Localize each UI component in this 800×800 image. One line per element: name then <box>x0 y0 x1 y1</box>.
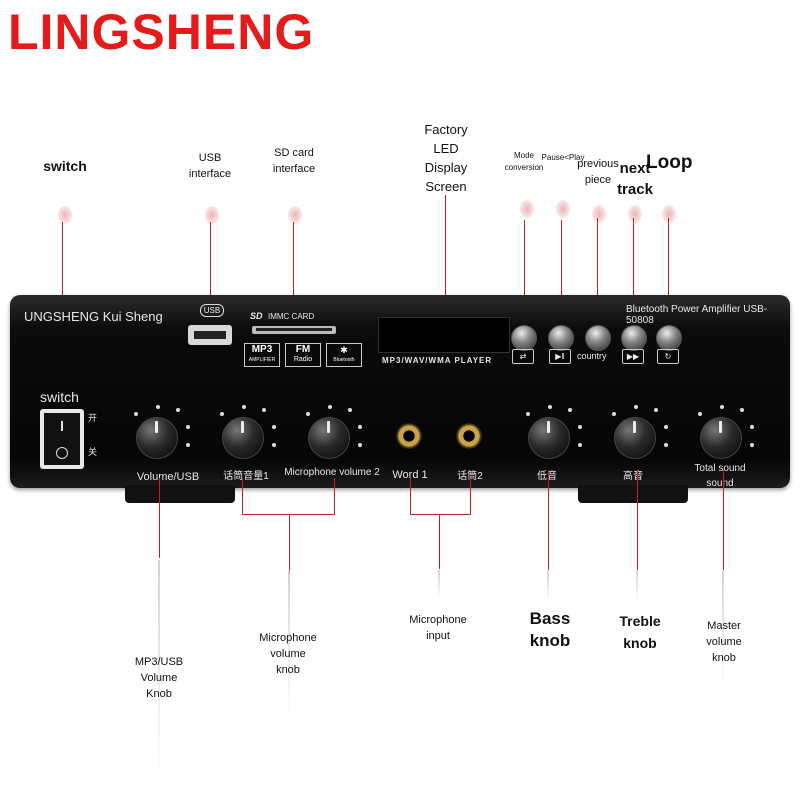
label-mic-input: Microphone input <box>409 614 467 642</box>
led-display <box>378 317 510 353</box>
label-pause: Pause<Play <box>541 153 585 162</box>
foot-right <box>578 485 688 503</box>
bass-knob[interactable] <box>528 417 570 459</box>
knob-label-treble: 高音 <box>623 471 643 482</box>
switch-label: switch <box>40 389 79 405</box>
mic-volume-2-knob[interactable] <box>308 417 350 459</box>
power-switch[interactable] <box>40 409 84 469</box>
label-mode: Mode conversion <box>504 151 544 172</box>
label-next: next track <box>617 160 653 198</box>
mic-jack-2[interactable] <box>456 423 482 449</box>
country-label: country <box>577 351 607 361</box>
volume-usb-knob[interactable] <box>136 417 178 459</box>
label-usb: USB interface <box>188 152 232 180</box>
badge-bluetooth: ✱ Bluetooth <box>326 343 362 367</box>
sd-logo: SD <box>250 311 263 321</box>
master-volume-knob[interactable] <box>700 417 742 459</box>
play-pause-icon: ▶‖ <box>549 349 571 364</box>
next-icon: ▶▶ <box>622 349 644 364</box>
mode-icon: ⇄ <box>512 349 534 364</box>
label-switch: switch <box>43 158 87 174</box>
label-master: Master volume knob <box>706 620 742 664</box>
knob-label-total: Total sound sound <box>694 463 746 489</box>
jack-label-2: 话筒2 <box>457 471 483 482</box>
knob-label-mic-2: Microphone volume 2 <box>284 467 380 478</box>
label-previous: previous piece <box>577 158 619 186</box>
label-loop: Loop <box>646 152 693 173</box>
previous-knob[interactable] <box>585 325 611 351</box>
sd-slot[interactable] <box>252 326 336 334</box>
label-treble: Treble knob <box>619 613 661 651</box>
jack-label-1: Word 1 <box>392 469 428 481</box>
mic-jack-1[interactable] <box>396 423 422 449</box>
bluetooth-icon: ✱ <box>340 345 348 355</box>
amplifier-panel: UNGSHENG Kui Sheng Bluetooth Power Ampli… <box>10 295 790 489</box>
next-knob[interactable] <box>621 325 647 351</box>
badge-fm: FM Radio <box>285 343 321 367</box>
usb-port[interactable] <box>188 325 232 345</box>
label-bass: Bass knob <box>529 609 571 650</box>
foot-left <box>125 485 235 503</box>
label-mic-knob: Microphone volume knob <box>259 632 317 676</box>
label-mp3-knob: MP3/USB Volume Knob <box>134 656 184 700</box>
usb-tag: USB <box>200 304 224 317</box>
knob-label-mic-1: 话筒音量1 <box>223 471 269 482</box>
sd-tag: IMMC CARD <box>268 312 315 321</box>
knob-label-bass: 低音 <box>537 471 557 482</box>
label-led: Factory LED Display Screen <box>424 122 468 194</box>
switch-on-label: 开 <box>88 413 98 423</box>
treble-knob[interactable] <box>614 417 656 459</box>
play-pause-knob[interactable] <box>548 325 574 351</box>
loop-icon: ↻ <box>657 349 679 364</box>
badge-mp3: MP3 AMPLIFIER <box>244 343 280 367</box>
mic-volume-1-knob[interactable] <box>222 417 264 459</box>
switch-off-label: 关 <box>88 447 98 457</box>
label-sd: SD card interface <box>272 147 316 175</box>
knob-label-volume-usb: Volume/USB <box>136 471 200 483</box>
loop-knob[interactable] <box>656 325 682 351</box>
mode-knob[interactable] <box>511 325 537 351</box>
player-text: MP3/WAV/WMA PLAYER <box>382 356 493 365</box>
model-text: Bluetooth Power Amplifier USB-50808 <box>626 304 768 326</box>
maker-text: UNGSHENG Kui Sheng <box>24 309 163 324</box>
brand-logo: LINGSHENG <box>8 4 315 60</box>
